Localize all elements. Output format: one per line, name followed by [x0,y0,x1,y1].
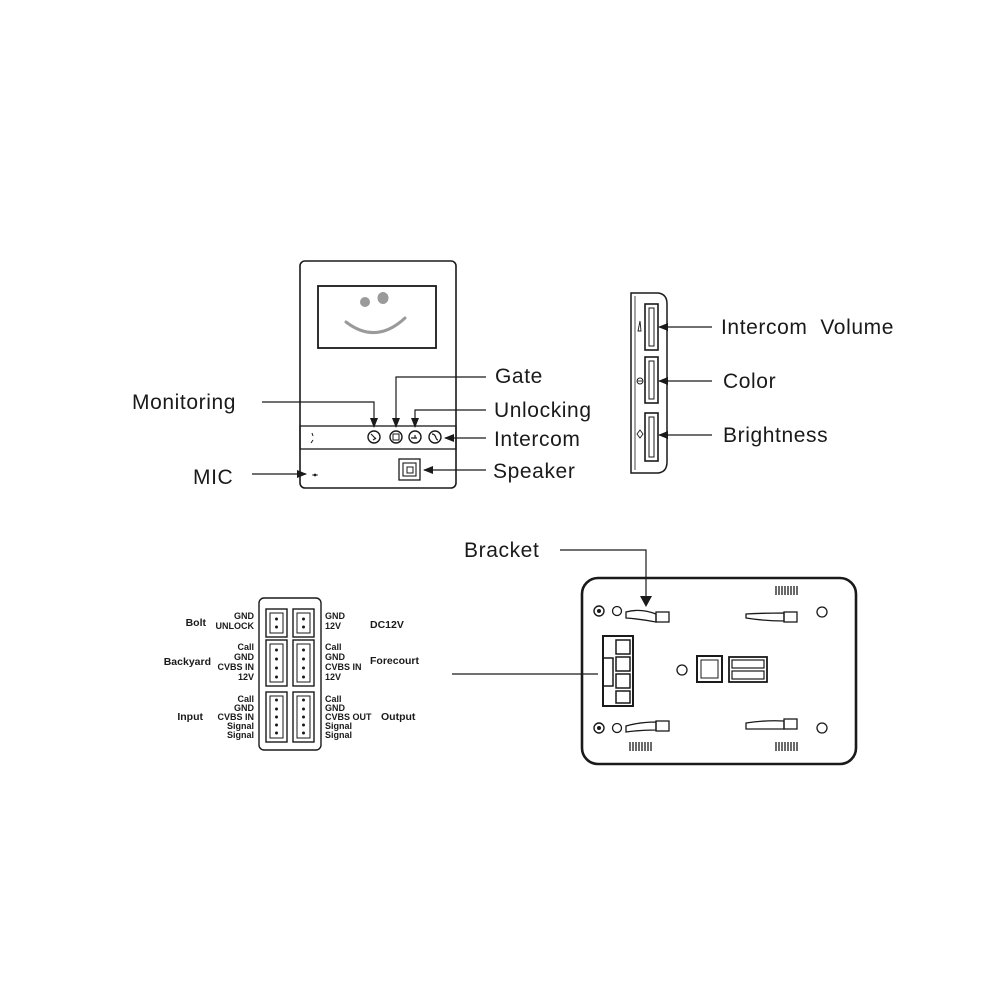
monitoring-label: Monitoring [132,391,236,414]
bracket-hook-top-left [625,609,670,623]
smiley-face-icon [344,292,407,335]
unlocking-button-icon[interactable] [408,430,422,444]
back-connector [602,635,634,707]
brightness-icon [636,429,644,439]
output-label: Output [381,711,416,723]
vent-grille-bottom-right [775,742,798,751]
unlocking-label: Unlocking [494,399,592,422]
pin-label: GND [325,611,346,621]
brightness-label: Brightness [723,424,828,447]
speaker-label: Speaker [493,460,575,483]
pin-label: Call [325,642,342,652]
backyard-label: Backyard [164,656,211,668]
pin-label: Signal [325,721,352,731]
backyard-connector [265,639,288,687]
vent-grille-bottom-left [629,742,652,751]
left-pin-labels: GND UNLOCK Call GND CVBS IN 12V Call GND… [216,611,255,740]
bracket-hook-top-right [745,611,798,623]
bracket-leader [560,549,647,605]
pin-label: Call [237,642,254,652]
strip-marks [310,432,314,444]
pin-label: CVBS IN [325,662,362,672]
pin-label: CVBS IN [217,712,254,722]
dc12v-label: DC12V [370,619,404,631]
gate-leader [392,376,486,428]
monitoring-leader [262,401,378,428]
monitor-body [299,260,457,489]
center-square-block [696,655,723,683]
pin-label: 12V [238,672,254,682]
terminal-block: Bolt Backyard Input DC12V Forecourt Outp… [164,597,598,751]
pin-label: Call [325,694,342,704]
dc12v-connector [292,608,315,638]
center-hole [676,664,688,676]
pin-label: Signal [325,730,352,740]
pin-label: Call [237,694,254,704]
bracket-hook-bottom-right [745,718,798,730]
pin-label: GND [325,703,346,713]
volume-icon [637,320,642,332]
unlocking-leader [411,409,486,428]
input-label: Input [177,711,203,723]
gate-button-icon[interactable] [389,430,403,444]
mic-hole-icon [312,473,318,477]
pin-label: CVBS IN [217,662,254,672]
monitor-screen [317,285,437,349]
pin-label: GND [325,652,346,662]
color-slider[interactable] [644,356,659,404]
back-plate: Bracket [464,539,858,766]
terminal-housing [258,597,322,751]
bolt-connector [265,608,288,638]
center-switch-block [728,656,768,683]
pin-label: Signal [227,730,254,740]
pin-label: UNLOCK [216,621,255,631]
pin-label: CVBS OUT [325,712,372,722]
arrow-down-icon [640,596,652,607]
color-label: Color [723,370,776,393]
pin-label: 12V [325,672,341,682]
pin-label: GND [234,652,255,662]
side-panel-body [630,292,668,474]
forecourt-label: Forecourt [370,655,420,667]
screw-holes [593,605,828,734]
intercom-label: Intercom [494,428,581,451]
brightness-slider[interactable] [644,412,659,462]
side-panel: Intercom Volume Color Brightness [630,292,894,474]
pin-label: 12V [325,621,341,631]
speaker-grille-icon [398,458,421,481]
volume-slider[interactable] [644,303,659,351]
input-connector [265,691,288,743]
color-icon [636,377,644,385]
monitoring-button-icon[interactable] [367,430,381,444]
front-panel: Monitoring Gate Unlocking Intercom MIC S… [132,260,592,489]
output-connector [292,691,315,743]
mic-label: MIC [193,466,233,489]
pin-label: Signal [227,721,254,731]
pin-label: GND [234,703,255,713]
back-plate-body [580,576,858,766]
forecourt-connector [292,639,315,687]
pin-label: GND [234,611,255,621]
bracket-hook-bottom-left [625,720,670,733]
gate-label: Gate [495,365,543,388]
bracket-label: Bracket [464,539,539,562]
intercom-button-icon[interactable] [428,430,442,444]
vent-grille-top [775,586,798,595]
button-strip [299,425,457,450]
right-pin-labels: GND 12V Call GND CVBS IN 12V Call GND CV… [325,611,372,740]
bolt-label: Bolt [186,617,207,629]
intercom-volume-label: Intercom Volume [721,316,894,339]
